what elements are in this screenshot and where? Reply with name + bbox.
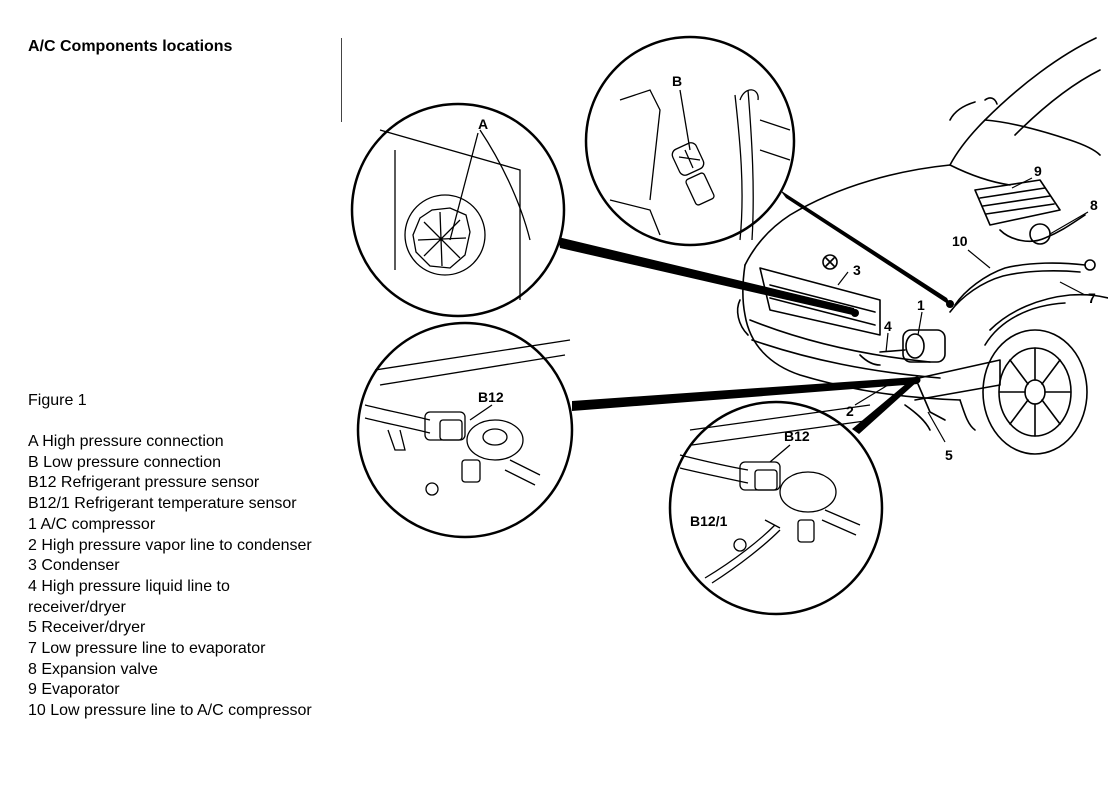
legend-item-8: 8 Expansion valve [28, 660, 158, 678]
legend-item-b12-1: B12/1 Refrigerant temperature sensor [28, 495, 297, 513]
pointer-dots [851, 300, 954, 384]
legend-item-9: 9 Evaporator [28, 681, 120, 699]
figure-label: Figure 1 [28, 392, 87, 409]
legend-item-3: 3 Condenser [28, 557, 120, 575]
detail-b-low-pressure-connection: B [584, 35, 796, 247]
callout-9: 9 [1034, 163, 1042, 179]
legend-item-b: B Low pressure connection [28, 453, 221, 471]
callout-8: 8 [1090, 197, 1098, 213]
legend-item-7: 7 Low pressure line to evaporator [28, 640, 266, 658]
legend-item-a: A High pressure connection [28, 433, 224, 450]
callout-b12-1: B12/1 [690, 513, 728, 529]
component-legend: A High pressure connection B Low pressur… [28, 432, 313, 722]
callout-b12-right: B12 [784, 428, 810, 444]
callout-10: 10 [952, 233, 968, 249]
callout-7: 7 [1088, 290, 1096, 306]
callout-4: 4 [884, 318, 892, 334]
callout-2: 2 [846, 403, 854, 419]
legend-item-4: 4 High pressure liquid line to receiver/… [28, 577, 230, 616]
callout-1: 1 [917, 297, 925, 313]
detail-pointers [558, 190, 951, 434]
callout-a: A [478, 116, 488, 132]
legend-item-5: 5 Receiver/dryer [28, 619, 146, 637]
callout-b12-left: B12 [478, 389, 504, 405]
page-title: A/C Components locations [28, 38, 233, 55]
car-illustration [736, 37, 1108, 455]
callout-b: B [672, 73, 682, 89]
callout-5: 5 [945, 447, 953, 463]
legend-item-1: 1 A/C compressor [28, 515, 156, 533]
callout-3: 3 [853, 262, 861, 278]
detail-b12-b12-1-sensors: B12 B12/1 [668, 400, 884, 616]
detail-b12-pressure-sensor: B12 [356, 321, 574, 539]
legend-item-10: 10 Low pressure line to A/C compressor [28, 702, 312, 720]
callout-leaders [837, 177, 1089, 443]
divider-line [341, 38, 342, 122]
legend-item-2: 2 High pressure vapor line to condenser [28, 536, 312, 554]
legend-item-b12: B12 Refrigerant pressure sensor [28, 474, 260, 492]
detail-a-high-pressure-connection: A [350, 102, 566, 318]
